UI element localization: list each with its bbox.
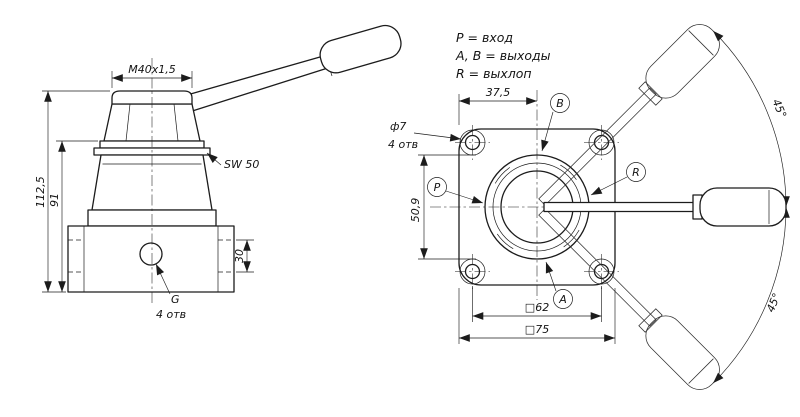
angle-lower-label: 45°	[764, 291, 784, 314]
dim-total-height: 112,5	[34, 176, 47, 208]
dim-hole-dia: ф7	[390, 120, 406, 133]
hole-dia-leader	[413, 132, 462, 142]
legend-line-p: P = вход	[456, 30, 513, 45]
port-a-leader	[545, 261, 557, 292]
handle-phantom-lower	[538, 208, 720, 390]
wrench-leader	[206, 152, 222, 166]
port-legend: P = вход A, B = выходы R = выхлоп	[455, 30, 551, 81]
port-b-leader	[541, 111, 554, 152]
handle	[543, 187, 787, 227]
bolt-hole-centerlines	[455, 125, 619, 289]
dim-thread: M40x1,5	[128, 63, 176, 76]
port-r-leader	[590, 176, 628, 196]
port-a-balloon	[553, 289, 573, 309]
dim-body-height: 91	[48, 193, 61, 207]
hole-count-label: 4 отв	[388, 138, 418, 151]
port-r-label: R	[632, 166, 640, 179]
port-g-leader	[155, 263, 171, 295]
handle-grip	[699, 187, 787, 227]
front-view	[67, 24, 402, 303]
front-handle-grip	[319, 24, 402, 74]
flange-view	[430, 90, 668, 300]
port-b-label: B	[556, 97, 564, 110]
swing-arc-lower	[712, 206, 790, 384]
handle-rod	[543, 201, 702, 213]
port-r-balloon	[626, 162, 646, 182]
valve-body	[67, 225, 235, 293]
dim-flange-square: □75	[525, 323, 549, 336]
dim-center-offset: 37,5	[486, 86, 511, 99]
port-p-label: P	[434, 181, 441, 194]
front-view-dimensions: M40x1,5 112,5 91 30 SW 50 G 4 отв	[34, 63, 259, 321]
dim-bolt-square: □62	[525, 301, 549, 314]
flange-view-dimensions: 37,5 ф7 4 отв 50,9 □62 □75	[388, 86, 616, 344]
angle-upper-label: 45°	[769, 97, 789, 120]
port-p-leader	[445, 190, 484, 204]
port-thread-label: G	[171, 293, 180, 306]
port-a-label: A	[558, 293, 567, 306]
legend-line-r: R = выхлоп	[456, 66, 532, 81]
spring-ring	[488, 158, 586, 256]
dim-wrench-size: SW 50	[224, 158, 259, 171]
dim-port-spacing: 50,9	[409, 198, 422, 223]
port-b-balloon	[550, 93, 570, 113]
port-count-label: 4 отв	[156, 308, 186, 321]
swing-arc-upper	[712, 30, 790, 208]
handle-phantom-upper	[538, 24, 720, 206]
dim-port-height: 30	[233, 249, 246, 263]
port-g-hole	[139, 242, 163, 266]
legend-line-ab: A, B = выходы	[455, 48, 551, 63]
front-handle-lever	[179, 54, 332, 114]
